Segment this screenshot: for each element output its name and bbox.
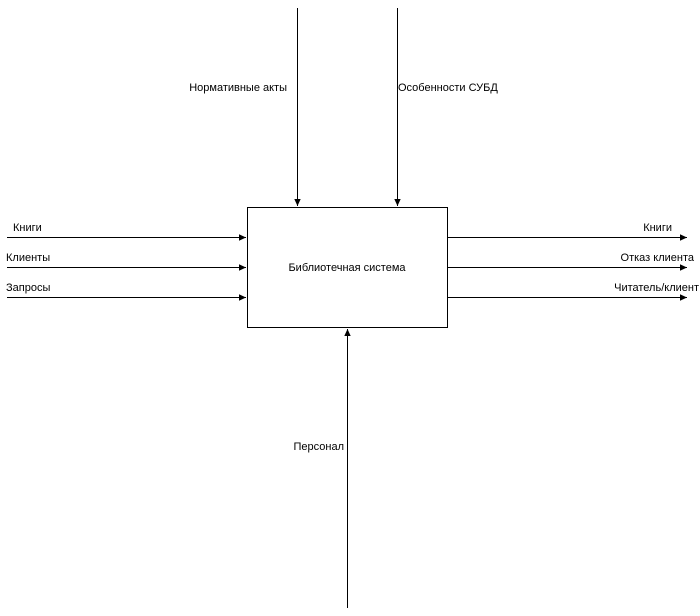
input-label-books: Книги bbox=[13, 222, 42, 234]
control-label-normative-acts: Нормативные акты bbox=[189, 82, 287, 94]
input-label-requests: Запросы bbox=[6, 282, 50, 294]
output-label-books: Книги bbox=[643, 222, 672, 234]
process-label: Библиотечная система bbox=[288, 262, 406, 274]
output-label-client-refusal: Отказ клиента bbox=[621, 252, 695, 264]
control-label-dbms-features: Особенности СУБД bbox=[398, 82, 498, 94]
input-label-clients: Клиенты bbox=[6, 252, 50, 264]
process-box[interactable] bbox=[247, 207, 448, 328]
mechanism-label-staff: Персонал bbox=[294, 441, 345, 453]
output-label-reader-client: Читатель/клиент bbox=[614, 282, 699, 294]
